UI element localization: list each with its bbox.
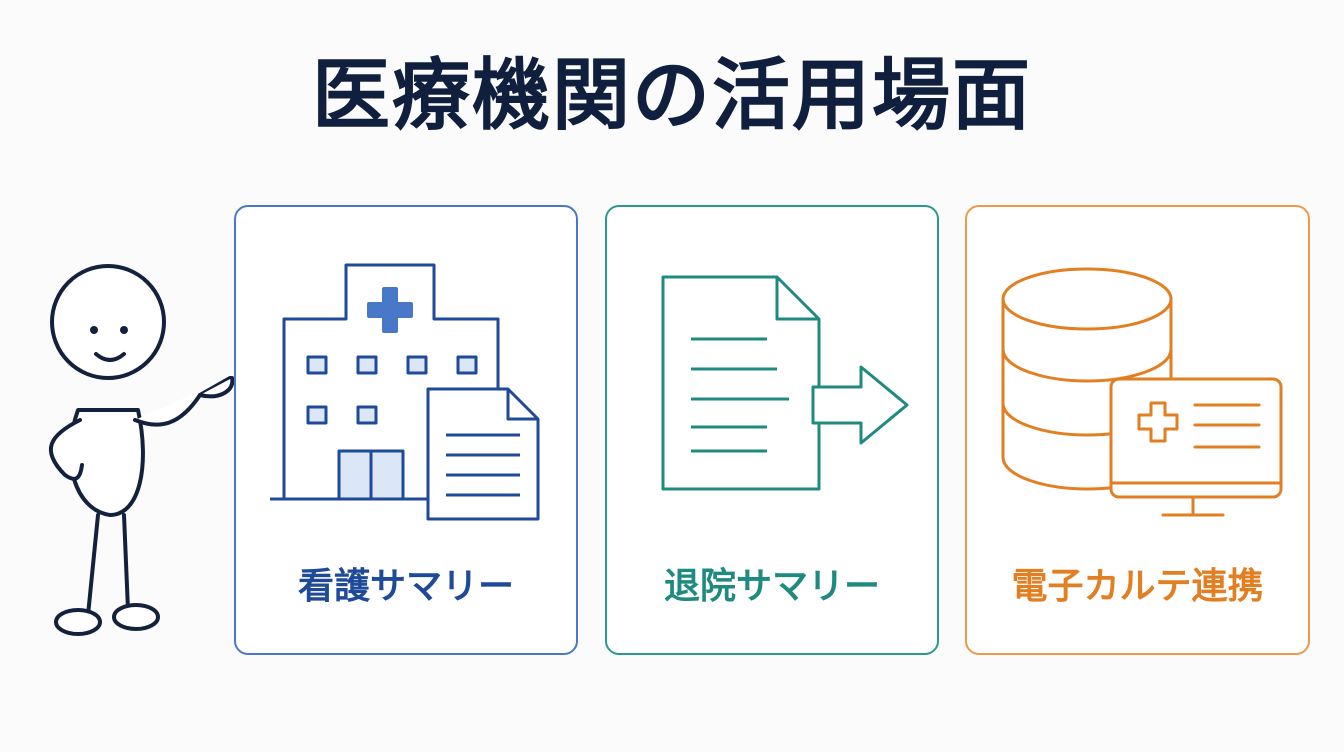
card-ehr-integration: 電子カルテ連携 [965,205,1310,655]
card-label: 電子カルテ連携 [1011,566,1264,607]
card-nursing-summary: 看護サマリー [234,205,578,655]
pointing-stick-figure-icon [48,264,235,636]
database-with-monitor-icon [1001,267,1283,517]
card-label: 退院サマリー [663,566,880,607]
page-title: 医療機関の活用場面 [311,51,1032,141]
card-discharge-summary: 退院サマリー [605,205,939,655]
document-with-arrow-icon [661,275,909,491]
card-label: 看護サマリー [297,566,514,607]
hospital-with-document-icon [270,263,540,521]
